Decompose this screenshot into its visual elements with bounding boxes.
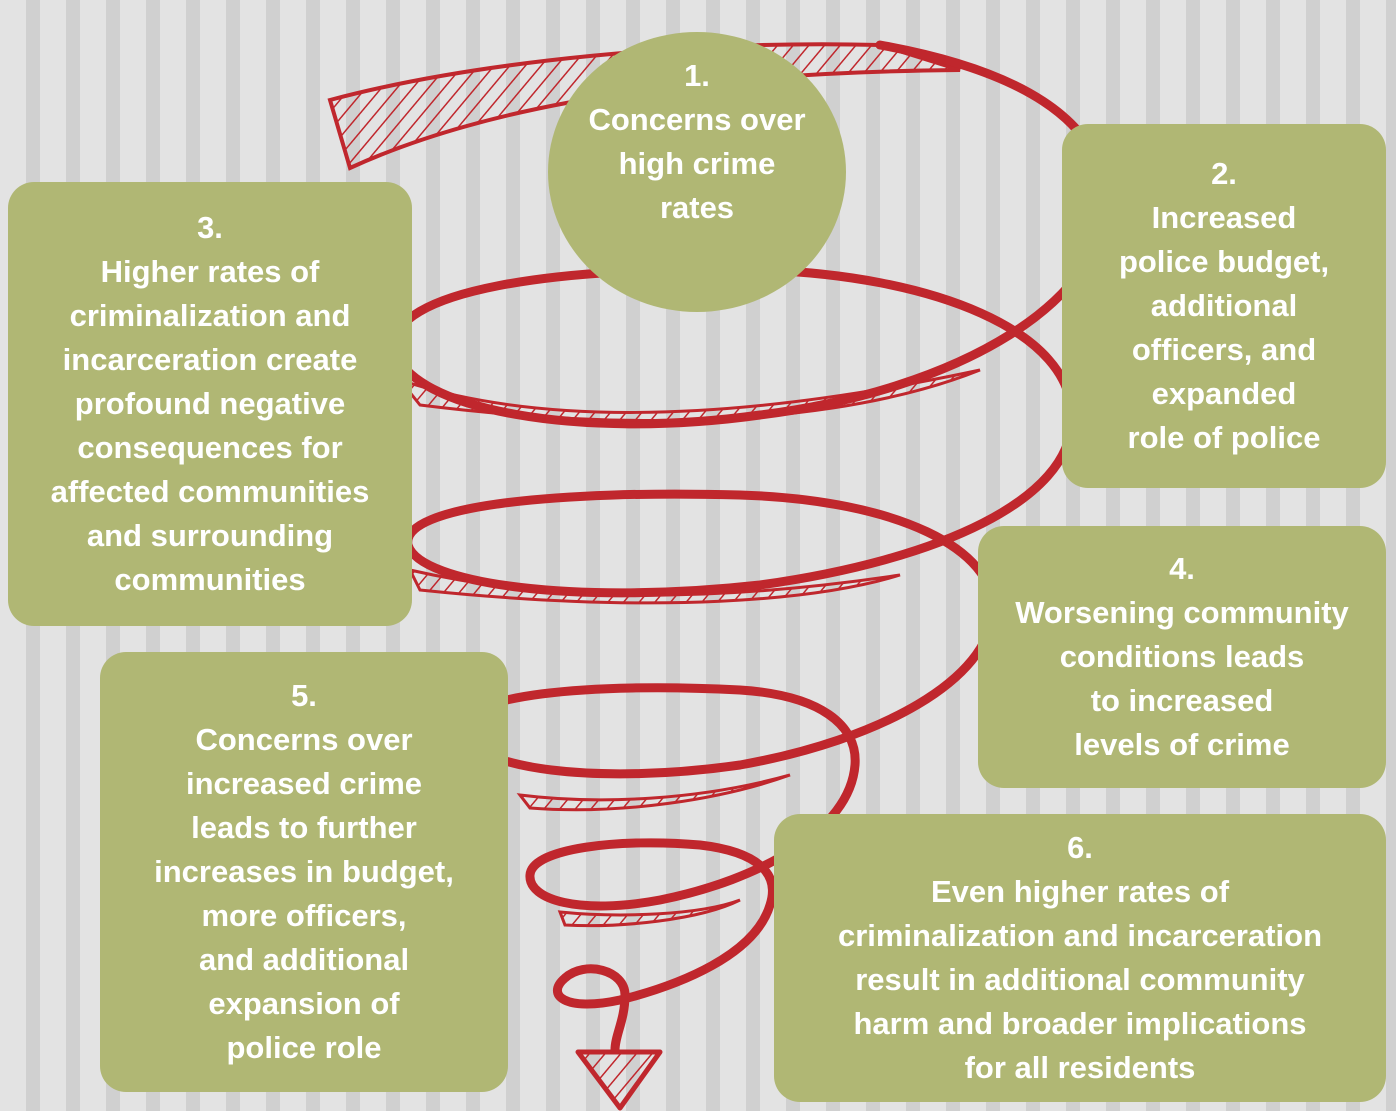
step-1-line: Concerns over (588, 102, 806, 137)
step-1-number: 1. (684, 58, 710, 93)
step-6-line: result in additional community (855, 962, 1305, 997)
spiral-band (557, 898, 741, 928)
step-2-number: 2. (1211, 156, 1237, 191)
step-2-line: expanded (1151, 376, 1297, 411)
step-6-line: Even higher rates of (930, 874, 1230, 909)
step-5-line: and additional (198, 942, 410, 977)
step-3-line: profound negative (74, 386, 346, 421)
spiral-band (407, 567, 901, 605)
step-2-line: officers, and (1131, 332, 1317, 367)
step-1-circle: 1. Concerns over high crime rates (548, 32, 846, 312)
step-3-line: consequences for (77, 430, 343, 465)
step-6-number: 6. (1067, 830, 1093, 865)
step-2-line: additional (1150, 288, 1298, 323)
step-3-line: criminalization and (69, 298, 351, 333)
step-6-line: for all residents (964, 1050, 1196, 1085)
step-5-line: police role (226, 1030, 382, 1065)
step-5-line: more officers, (201, 898, 407, 933)
step-3-line: communities (114, 562, 306, 597)
step-2-line: Increased (1151, 200, 1297, 235)
step-1-line: rates (659, 190, 735, 225)
step-3-line: and surrounding (86, 518, 334, 553)
step-3-line: incarceration create (62, 342, 358, 377)
step-3-box: 3. Higher rates of criminalization and i… (8, 182, 412, 626)
step-2-line: role of police (1127, 420, 1321, 455)
step-6-box: 6. Even higher rates of criminalization … (774, 814, 1386, 1102)
step-4-line: to increased (1090, 683, 1274, 718)
step-3-line: affected communities (50, 474, 370, 509)
step-4-line: conditions leads (1059, 639, 1305, 674)
step-6-line: harm and broader implications (853, 1006, 1307, 1041)
step-3-number: 3. (197, 210, 223, 245)
step-2-line: police budget, (1118, 244, 1330, 279)
step-4-number: 4. (1169, 551, 1195, 586)
step-1-line: high crime (618, 146, 776, 181)
step-4-box: 4. Worsening community conditions leads … (978, 526, 1386, 788)
step-2-box: 2. Increased police budget, additional o… (1062, 124, 1386, 488)
step-5-line: expansion of (208, 986, 400, 1021)
spiral-band (395, 368, 981, 422)
step-6-line: criminalization and incarceration (837, 918, 1323, 953)
step-4-line: Worsening community (1015, 595, 1349, 630)
step-5-line: increases in budget, (154, 854, 454, 889)
step-5-line: Concerns over (195, 722, 413, 757)
step-3-line: Higher rates of (100, 254, 320, 289)
step-5-box: 5. Concerns over increased crime leads t… (100, 652, 508, 1092)
step-5-line: increased crime (185, 766, 423, 801)
step-5-line: leads to further (191, 810, 417, 845)
arrowhead (575, 1049, 663, 1111)
step-5-number: 5. (291, 678, 317, 713)
spiral-band (516, 773, 791, 812)
step-4-line: levels of crime (1074, 727, 1290, 762)
